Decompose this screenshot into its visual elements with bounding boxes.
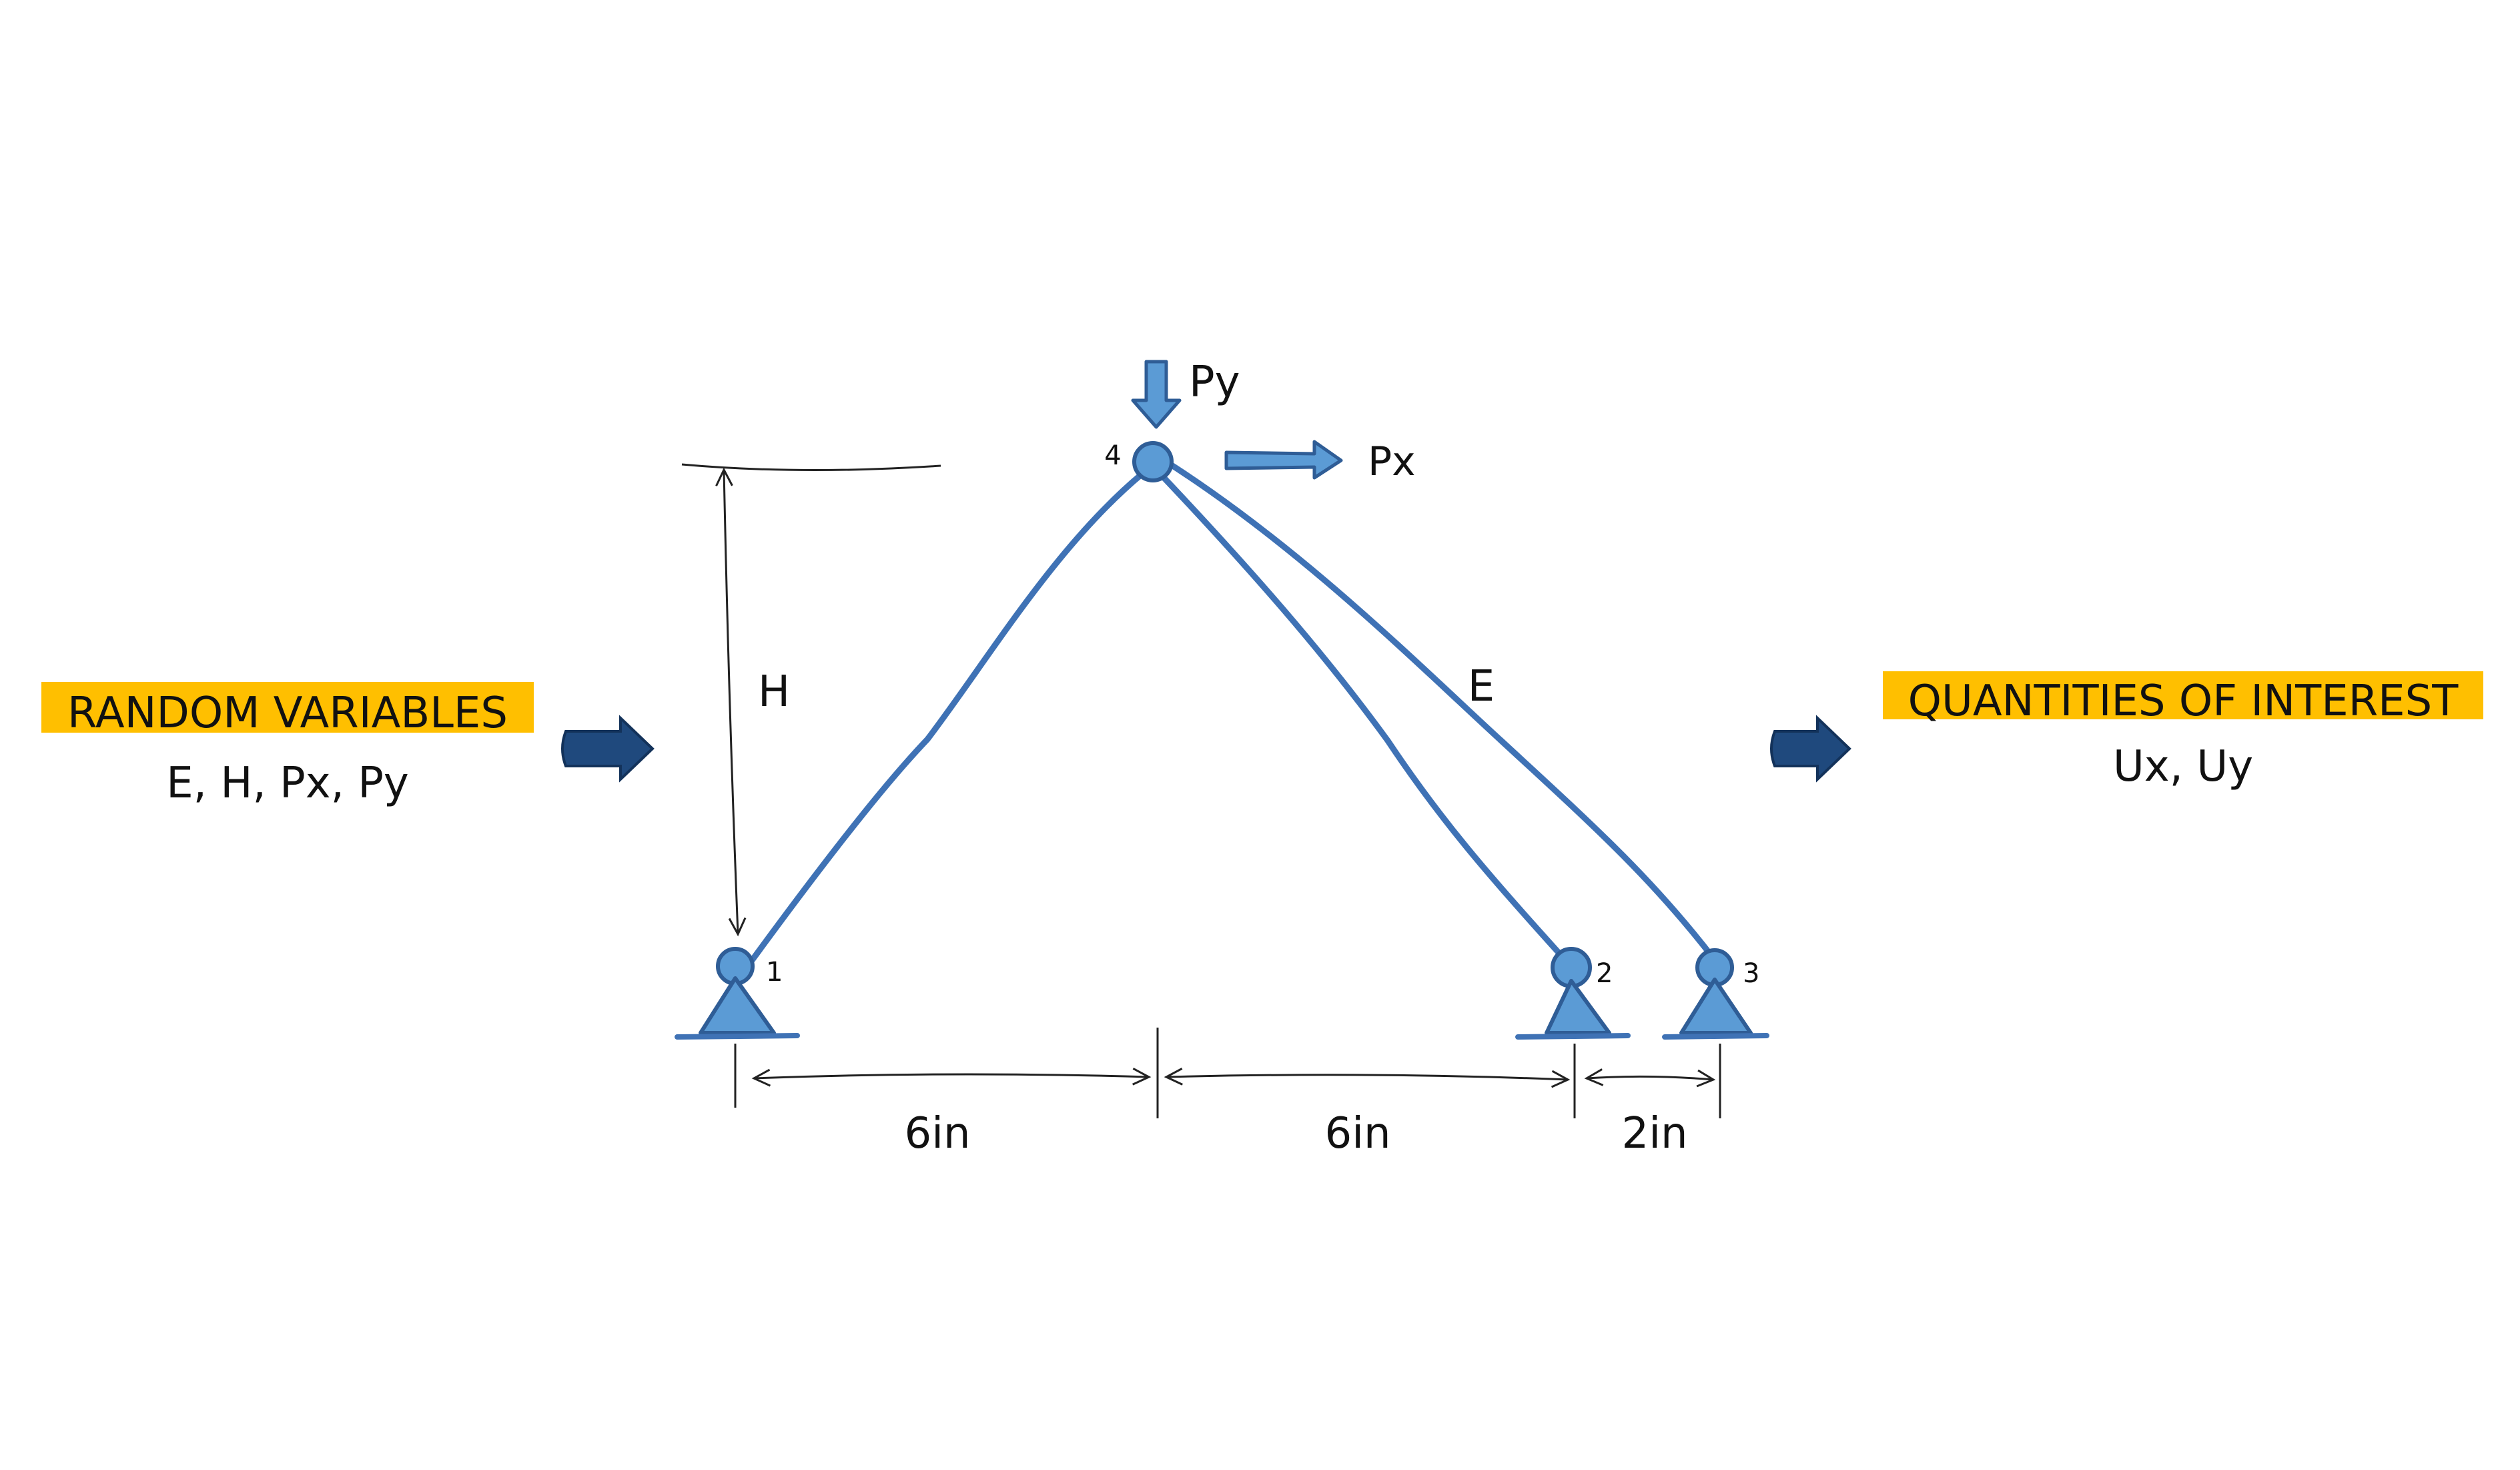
random-variables-highlight [41, 682, 534, 733]
support-3-pin-support-icon [1679, 978, 1753, 1035]
horizontal-load-label: Px [1368, 438, 1416, 485]
span-1-dimension-arrow [751, 1067, 1152, 1087]
output-flow-arrow-icon [1770, 715, 1851, 783]
span-2-label: 6in [1324, 1109, 1390, 1158]
modulus-label: E [1468, 662, 1495, 711]
height-label: H [758, 667, 790, 717]
vertical-load: Py [1131, 358, 1240, 429]
horizontal-load-arrow-icon [1224, 440, 1343, 480]
input-flow-arrow-icon [561, 715, 655, 783]
height-reference-line [681, 463, 941, 472]
random-variables-block: RANDOM VARIABLES E, H, Px, Py [41, 682, 534, 808]
height-dimension: H [681, 463, 941, 937]
member-1-4 [747, 470, 1146, 966]
horizontal-load: Px [1224, 438, 1416, 485]
node-4: 4 [1104, 440, 1174, 482]
node-2-number: 2 [1596, 958, 1613, 989]
node-2: 2 [1515, 947, 1631, 1040]
quantities-of-interest-title: QUANTITIES OF INTEREST [1908, 677, 2459, 726]
span-3-dimension-arrow [1584, 1068, 1716, 1088]
support-2-pin-support-icon [1545, 979, 1611, 1035]
quantities-of-interest-list: Ux, Uy [2113, 742, 2253, 791]
truss-members: E [747, 457, 1715, 966]
node-3-number: 3 [1743, 958, 1759, 989]
member-4-3 [1161, 457, 1715, 959]
node-4-number: 4 [1104, 440, 1121, 471]
member-4-2 [1154, 468, 1565, 959]
vertical-load-label: Py [1189, 358, 1240, 407]
support-1-pin-support-icon [699, 976, 776, 1035]
node-1-number: 1 [766, 957, 783, 988]
vertical-load-arrow-icon [1131, 360, 1182, 429]
node-3: 3 [1662, 948, 1769, 1040]
node-1: 1 [675, 947, 800, 1040]
height-arrow [715, 467, 747, 937]
random-variables-list: E, H, Px, Py [166, 759, 409, 808]
quantities-of-interest-highlight [1883, 671, 2483, 719]
random-variables-title: RANDOM VARIABLES [67, 689, 508, 738]
span-1-label: 6in [904, 1109, 970, 1158]
span-dimensions: 6in 6in 2in [734, 1028, 1721, 1158]
span-2-dimension-arrow [1164, 1068, 1571, 1088]
quantities-of-interest-block: QUANTITIES OF INTEREST Ux, Uy [1883, 671, 2483, 791]
span-3-label: 2in [1621, 1109, 1687, 1158]
